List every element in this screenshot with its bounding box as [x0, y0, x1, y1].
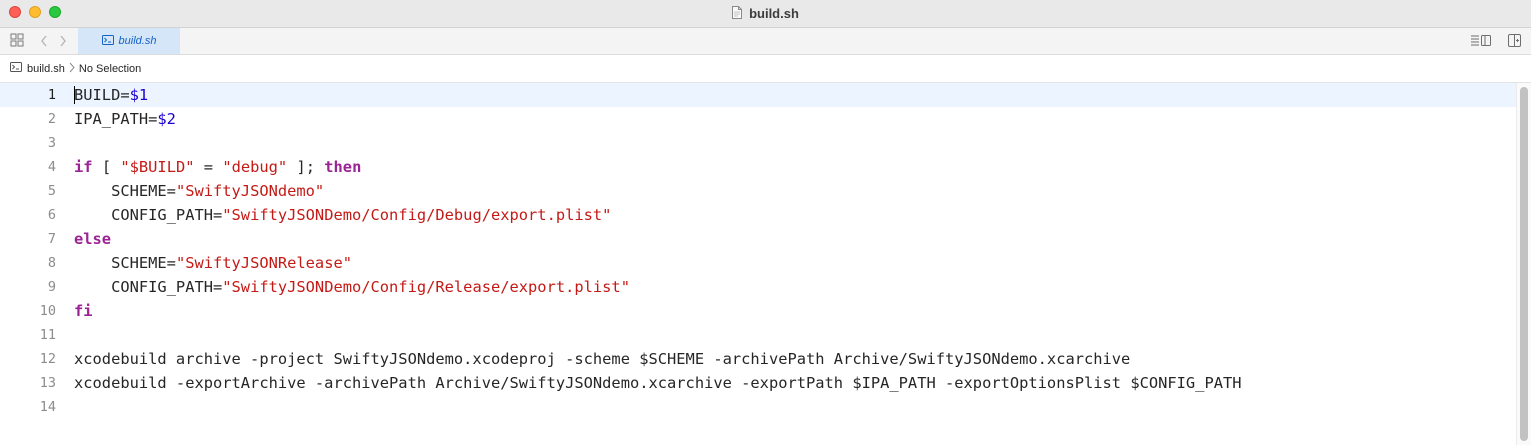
- window-titlebar: build.sh: [0, 0, 1531, 28]
- string-token: "debug": [222, 158, 288, 176]
- code-text: xcodebuild archive -project SwiftyJSONde…: [74, 347, 1130, 371]
- number-token: $2: [157, 110, 176, 128]
- code-line[interactable]: 14: [0, 395, 1516, 419]
- code-line[interactable]: 5 SCHEME="SwiftyJSONdemo": [0, 179, 1516, 203]
- code-text: CONFIG_PATH="SwiftyJSONDemo/Config/Debug…: [74, 203, 611, 227]
- code-line[interactable]: 1 BUILD=$1: [0, 83, 1516, 107]
- text-caret: [74, 86, 75, 104]
- code-text: xcodebuild -exportArchive -archivePath A…: [74, 371, 1242, 395]
- plain-token: SCHEME=: [74, 254, 176, 272]
- keyword-token: else: [74, 230, 112, 248]
- window-title: build.sh: [0, 0, 1531, 27]
- zoom-button[interactable]: [49, 6, 61, 18]
- grid-icon[interactable]: [10, 33, 24, 52]
- string-token: "$BUILD": [120, 158, 195, 176]
- document-icon: [732, 5, 743, 22]
- scrollbar-thumb[interactable]: [1520, 87, 1528, 441]
- plain-token: BUILD=: [74, 86, 130, 104]
- inspector-list-icon[interactable]: [1470, 34, 1492, 52]
- keyword-token: if: [74, 158, 93, 176]
- code-text: IPA_PATH=$2: [74, 107, 176, 131]
- plain-token: xcodebuild -exportArchive -archivePath A…: [74, 374, 1242, 392]
- split-editor-icon[interactable]: [1508, 34, 1521, 52]
- code-text: fi: [74, 299, 93, 323]
- code-line[interactable]: 3: [0, 131, 1516, 155]
- chevron-left-icon[interactable]: [39, 34, 49, 53]
- plain-token: xcodebuild archive -project SwiftyJSONde…: [74, 350, 1131, 368]
- plain-token: [: [92, 158, 121, 176]
- tab-label: build.sh: [118, 35, 157, 47]
- line-number: 11: [39, 327, 56, 343]
- code-line[interactable]: 8 SCHEME="SwiftyJSONRelease": [0, 251, 1516, 275]
- plain-token: =: [194, 158, 223, 176]
- chevron-right-icon[interactable]: [58, 34, 68, 53]
- tab-build-sh[interactable]: build.sh: [78, 28, 180, 54]
- line-number: 12: [39, 351, 56, 367]
- string-token: "SwiftyJSONDemo/Config/Release/export.pl…: [222, 278, 630, 296]
- line-number: 14: [39, 399, 56, 415]
- plain-token: ];: [287, 158, 325, 176]
- number-token: $1: [129, 86, 149, 104]
- string-token: "SwiftyJSONdemo": [175, 182, 325, 200]
- code-text: else: [74, 227, 111, 251]
- code-line[interactable]: 7 else: [0, 227, 1516, 251]
- code-line[interactable]: 13 xcodebuild -exportArchive -archivePath…: [0, 371, 1516, 395]
- code-text: CONFIG_PATH="SwiftyJSONDemo/Config/Relea…: [74, 275, 630, 299]
- minimize-button[interactable]: [29, 6, 41, 18]
- vertical-scrollbar[interactable]: [1516, 83, 1531, 445]
- jump-bar-file[interactable]: build.sh: [27, 62, 65, 75]
- line-number: 2: [47, 111, 56, 127]
- source-editor[interactable]: 1 BUILD=$1 2 IPA_PATH=$2 3 4 if [ "$BUILD" = "…: [0, 83, 1531, 445]
- line-number: 6: [47, 207, 56, 223]
- keyword-token: fi: [74, 302, 93, 320]
- line-number: 13: [39, 375, 56, 391]
- line-number: 3: [47, 135, 56, 151]
- line-number: 7: [47, 231, 56, 247]
- code-line[interactable]: 11: [0, 323, 1516, 347]
- plain-token: IPA_PATH=: [74, 110, 158, 128]
- code-text: BUILD=$1: [74, 83, 148, 107]
- code-text: SCHEME="SwiftyJSONRelease": [74, 251, 352, 275]
- line-number: 4: [47, 159, 56, 175]
- line-number: 5: [47, 183, 56, 199]
- string-token: "SwiftyJSONDemo/Config/Debug/export.plis…: [222, 206, 612, 224]
- close-button[interactable]: [9, 6, 21, 18]
- window-title-text: build.sh: [749, 6, 799, 21]
- code-text: SCHEME="SwiftyJSONdemo": [74, 179, 324, 203]
- plain-token: SCHEME=: [74, 182, 176, 200]
- jump-bar: build.sh No Selection: [0, 55, 1531, 83]
- terminal-file-icon: [10, 62, 22, 75]
- line-number: 9: [47, 279, 56, 295]
- plain-token: CONFIG_PATH=: [74, 206, 223, 224]
- code-line[interactable]: 4 if [ "$BUILD" = "debug" ]; then: [0, 155, 1516, 179]
- code-line[interactable]: 2 IPA_PATH=$2: [0, 107, 1516, 131]
- tab-bar: build.sh: [0, 28, 1531, 55]
- keyword-token: then: [324, 158, 362, 176]
- code-line[interactable]: 12 xcodebuild archive -project SwiftyJSON…: [0, 347, 1516, 371]
- code-line[interactable]: 10 fi: [0, 299, 1516, 323]
- string-token: "SwiftyJSONRelease": [175, 254, 352, 272]
- line-number: 1: [47, 87, 56, 103]
- code-line[interactable]: 9 CONFIG_PATH="SwiftyJSONDemo/Config/Rel…: [0, 275, 1516, 299]
- plain-token: CONFIG_PATH=: [74, 278, 223, 296]
- jump-bar-selection[interactable]: No Selection: [78, 62, 142, 75]
- code-text: if [ "$BUILD" = "debug" ]; then: [74, 155, 361, 179]
- terminal-file-icon: [101, 34, 114, 48]
- code-line[interactable]: 6 CONFIG_PATH="SwiftyJSONDemo/Config/Deb…: [0, 203, 1516, 227]
- line-number: 8: [47, 255, 56, 271]
- chevron-right-separator-icon: [69, 62, 75, 76]
- line-number: 10: [39, 303, 56, 319]
